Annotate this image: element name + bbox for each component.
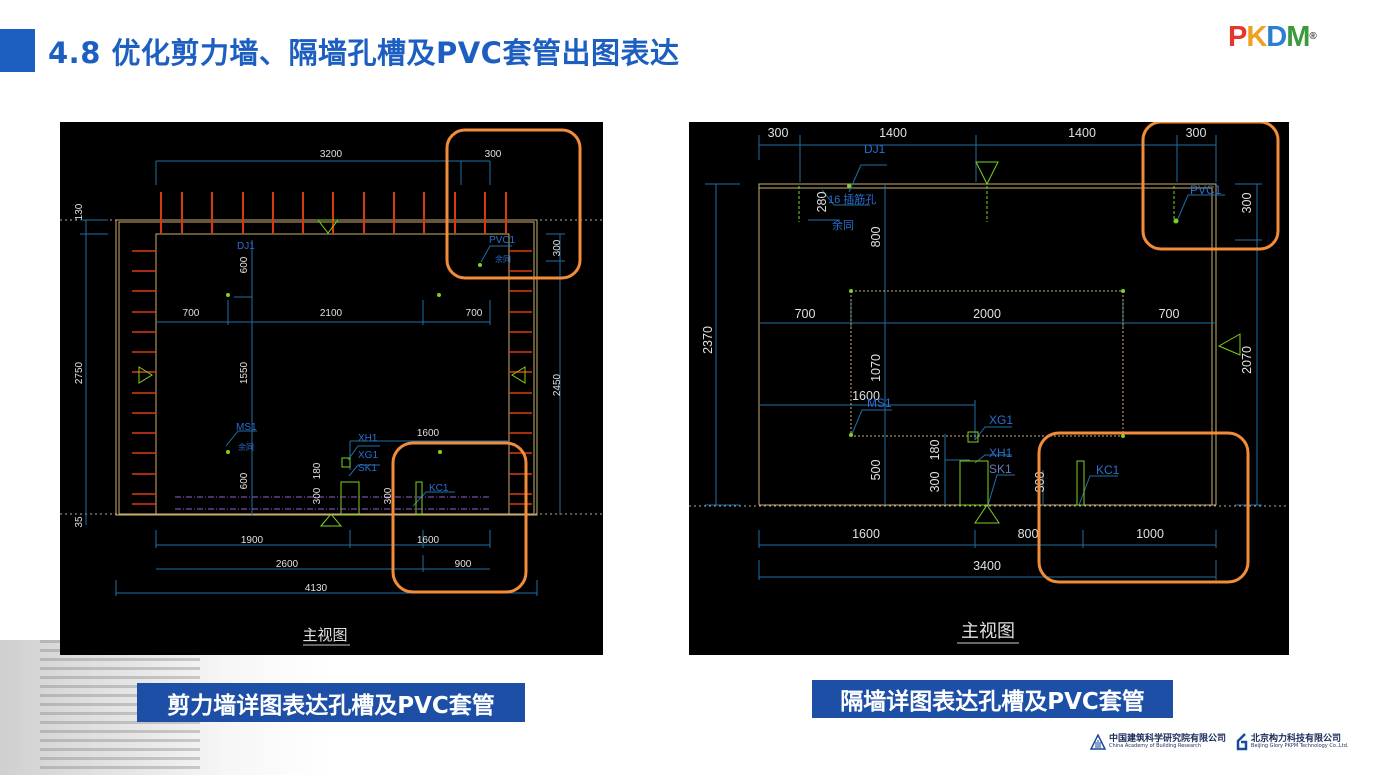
dimension-label: 800 xyxy=(869,227,883,248)
dimension-label: 4130 xyxy=(305,583,328,594)
pkpm-logo: PKDM® xyxy=(1228,21,1317,53)
dimension-label: 180 xyxy=(928,440,942,461)
left-caption: 剪力墙详图表达孔槽及PVC套管 xyxy=(137,683,525,722)
dimension-label: 2450 xyxy=(552,373,563,396)
drawing-label: XH1 xyxy=(358,433,378,444)
dimension-label: 2100 xyxy=(320,308,343,319)
drawing-label: Beijing Glory PKPM Technology Co.,Ltd. xyxy=(1251,743,1349,749)
dimension-label: 600 xyxy=(239,472,250,489)
dimension-label: 300 xyxy=(485,149,502,160)
dimension-label: 600 xyxy=(239,256,250,273)
drawing-label: MS1 xyxy=(236,422,257,433)
dimension-label: 700 xyxy=(1159,307,1180,321)
drawing-label: XH1 xyxy=(989,446,1013,460)
dimension-label: 300 xyxy=(383,487,394,504)
dimension-label: 35 xyxy=(74,516,85,528)
dimension-label: 1900 xyxy=(241,535,264,546)
drawing-label: KC1 xyxy=(1096,463,1120,477)
drawing-label: ® xyxy=(1309,31,1316,42)
drawing-label: 中国建筑科学研究院有限公司 xyxy=(1109,734,1227,744)
dimension-label: 2070 xyxy=(1240,346,1254,374)
drawing-label: 余同 xyxy=(495,254,511,264)
dimension-label: 130 xyxy=(74,203,85,220)
dimension-label: 800 xyxy=(1018,527,1039,541)
drawing-label: PVC1 xyxy=(1190,183,1222,197)
view-title: 主视图 xyxy=(302,627,347,644)
dimension-label: 180 xyxy=(312,462,323,479)
drawing-label: 北京构力科技有限公司 xyxy=(1251,734,1342,744)
glory-emblem-icon xyxy=(1236,733,1248,751)
dimension-label: 500 xyxy=(869,460,883,481)
drawing-label: KC1 xyxy=(429,483,449,494)
drawing-label: PVC1 xyxy=(489,235,516,246)
dimension-label: 3400 xyxy=(973,559,1001,573)
dimension-label: 300 xyxy=(312,487,323,504)
drawing-label: SK1 xyxy=(989,462,1012,476)
drawing-label: 16 插筋孔 xyxy=(828,192,876,206)
drawing-label: China Academy of Building Research xyxy=(1109,743,1201,749)
highlight-box xyxy=(391,128,582,594)
dimension-label: 900 xyxy=(455,559,472,570)
dimension-label: 2000 xyxy=(973,307,1001,321)
dimension-label: 1000 xyxy=(1136,527,1164,541)
cabr-emblem-icon xyxy=(1090,734,1106,750)
dimension-label: 300 xyxy=(928,472,942,493)
dimension-label: 700 xyxy=(795,307,816,321)
dimension-label: 300 xyxy=(1240,193,1254,214)
page-title: 4.8 优化剪力墙、隔墙孔槽及PVC套管出图表达 xyxy=(48,36,680,70)
dimension-label: 1400 xyxy=(879,126,907,140)
dimension-label: 700 xyxy=(183,308,200,319)
drawing-label: XG1 xyxy=(358,450,378,461)
title-accent-bar xyxy=(0,29,35,72)
drawing-label: 余同 xyxy=(238,442,254,452)
drawing-label: XG1 xyxy=(989,413,1013,427)
drawing-label: DJ1 xyxy=(237,241,255,252)
dimension-label: 2600 xyxy=(276,559,299,570)
dimension-label: 1550 xyxy=(239,361,250,384)
drawing-label: SK1 xyxy=(358,463,377,474)
right-caption: 隔墙详图表达孔槽及PVC套管 xyxy=(812,680,1173,718)
dimension-label: 1600 xyxy=(417,535,440,546)
drawing-label: MS1 xyxy=(867,396,892,410)
dimension-label: 1600 xyxy=(852,389,880,403)
dimension-label: 300 xyxy=(552,239,563,256)
dimension-label: 1400 xyxy=(1068,126,1096,140)
drawing-label: 余同 xyxy=(832,218,854,232)
highlight-box xyxy=(1037,122,1280,584)
dimension-label: 1070 xyxy=(869,354,883,382)
shear-wall-detail-drawing: 3200 300 130 300 700 2100 700 600 2750 1… xyxy=(60,122,603,655)
dimension-label: 2750 xyxy=(74,361,85,384)
dimension-label: 1600 xyxy=(417,428,440,439)
dimension-label: 1600 xyxy=(852,527,880,541)
dimension-label: 2370 xyxy=(701,326,715,354)
partition-wall-detail-drawing: 300 1400 1400 300 280 800 300 2370 700 2… xyxy=(689,122,1289,655)
view-title: 主视图 xyxy=(961,621,1015,641)
drawing-label: DJ1 xyxy=(864,142,886,156)
dimension-label: 300 xyxy=(1186,126,1207,140)
dimension-label: 3200 xyxy=(320,149,343,160)
dimension-label: 700 xyxy=(466,308,483,319)
dimension-label: 300 xyxy=(768,126,789,140)
dimension-label: 280 xyxy=(815,192,829,213)
